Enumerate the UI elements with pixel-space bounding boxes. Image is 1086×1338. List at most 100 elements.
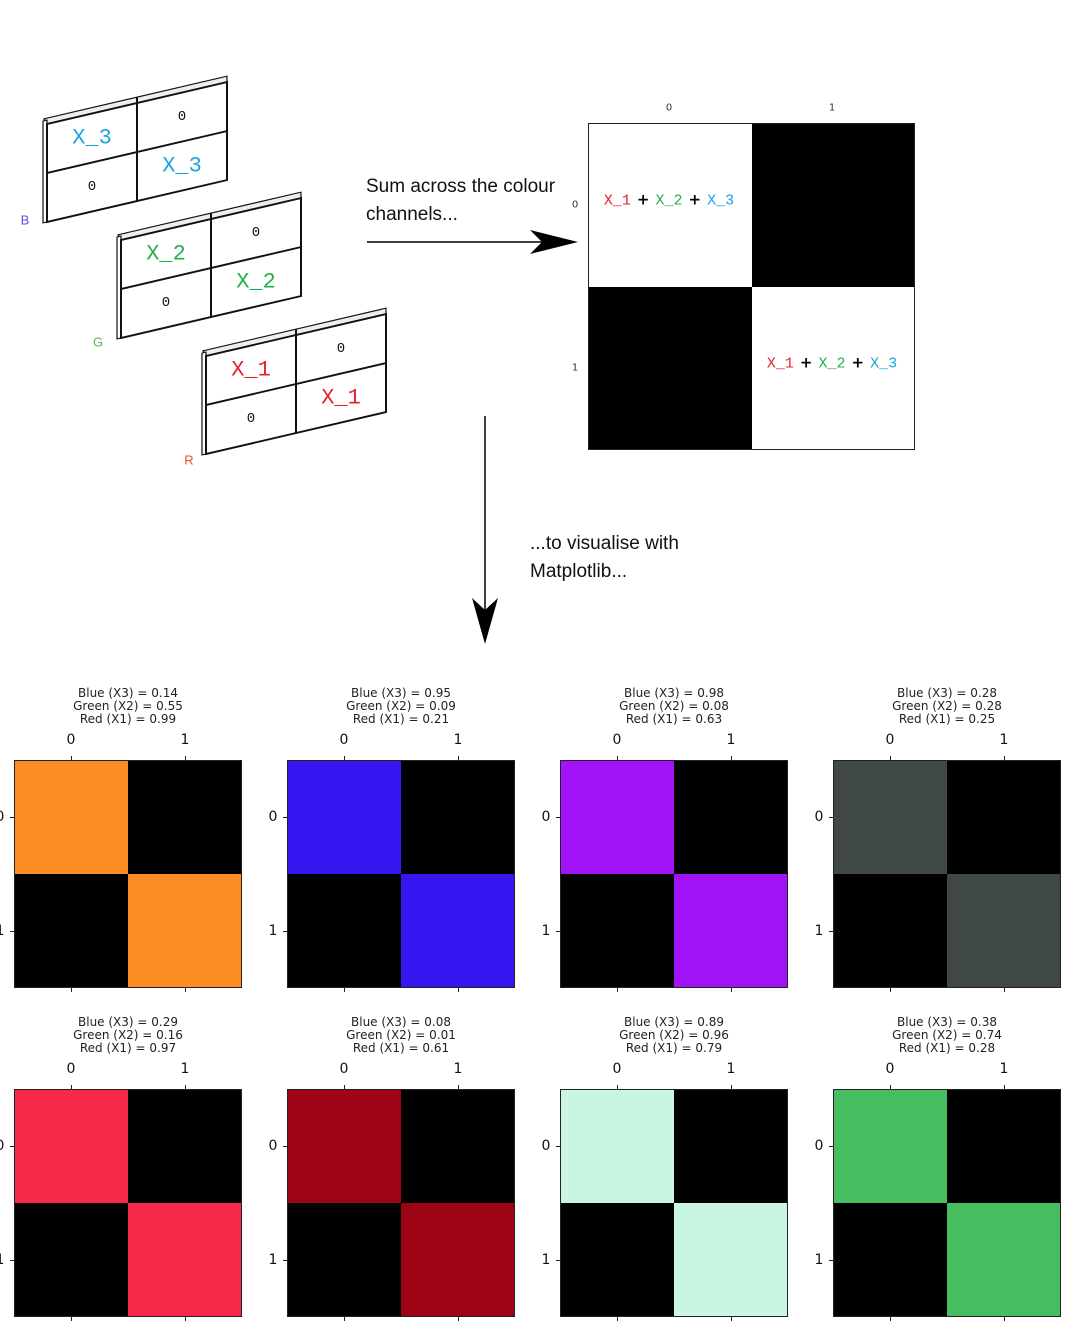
tick-mark [71,988,72,992]
plot-title-line: Blue (X3) = 0.14 [78,686,178,700]
plot-x-tick-0: 0 [885,1061,895,1077]
plot-y-tick-0: 0 [541,1138,551,1154]
plus-sign: + [799,353,813,372]
plot-cell-11 [128,874,241,987]
plot-x-tick-1: 1 [453,732,463,748]
blue-channel-label: B [20,212,30,228]
sum-cell-01 [751,124,914,287]
tick-mark [890,756,891,760]
plot-title-line: Red (X1) = 0.97 [79,1041,177,1055]
visualise-caption-line1: ...to visualise with [530,533,679,554]
tick-mark [283,1146,287,1147]
plot-y-tick-1: 1 [0,1252,4,1268]
plot-x-tick-1: 1 [726,1061,736,1077]
sum-cell-10 [589,286,752,449]
plot-y-tick-0: 0 [814,1138,824,1154]
plot-x-tick-0: 0 [339,732,349,748]
red-cell-2: 0 [246,411,256,427]
tick-mark [71,756,72,760]
plot-cell-11 [947,874,1060,987]
red-channel-matrix [201,307,387,456]
tick-mark [344,1085,345,1089]
blue-cell-3: X_3 [162,153,202,179]
tick-mark [185,1085,186,1089]
color-plot-4 [14,1089,242,1317]
tick-mark [10,931,14,932]
plot-x-tick-1: 1 [999,1061,1009,1077]
plot-x-tick-0: 0 [885,732,895,748]
sum-y-tick-1: 1 [571,362,579,374]
plot-title-line: Green (X2) = 0.09 [346,699,456,713]
plot-x-tick-0: 0 [66,1061,76,1077]
visualise-caption-line2: Matplotlib... [530,561,628,582]
tick-mark [1004,756,1005,760]
tick-mark [731,988,732,992]
plot-title-line: Blue (X3) = 0.29 [78,1015,178,1029]
tick-mark [1004,988,1005,992]
plot-title-line: Green (X2) = 0.55 [73,699,183,713]
tick-mark [458,988,459,992]
plot-y-tick-0: 0 [268,809,278,825]
plot-y-tick-0: 0 [0,1138,4,1154]
tick-mark [458,1317,459,1321]
tick-mark [10,1260,14,1261]
plot-x-tick-0: 0 [612,732,622,748]
tick-mark [556,817,560,818]
term-x_1: X_1 [766,355,794,373]
sum-expression-1: X_1+X_2+X_3 [764,354,900,373]
plot-cell-00 [288,761,401,874]
plot-cell-00 [834,1090,947,1203]
tick-mark [890,1317,891,1321]
term-x_3: X_3 [707,192,735,210]
plot-y-tick-1: 1 [814,923,824,939]
red-cell-1: 0 [336,341,346,358]
plot-cell-00 [15,761,128,874]
plot-x-tick-1: 1 [180,1061,190,1077]
color-plot-5 [287,1089,515,1317]
tick-mark [829,1260,833,1261]
green-cell-1: 0 [251,225,261,242]
plot-title-line: Red (X1) = 0.79 [625,1041,723,1055]
tick-mark [617,988,618,992]
tick-mark [890,1085,891,1089]
term-x_1: X_1 [603,192,631,210]
plot-title-line: Red (X1) = 0.25 [898,712,996,726]
plot-title-line: Red (X1) = 0.28 [898,1041,996,1055]
plot-y-tick-0: 0 [814,809,824,825]
channel-stack-diagram [42,75,387,456]
plot-title-line: Red (X1) = 0.99 [79,712,177,726]
plot-title-line: Blue (X3) = 0.89 [624,1015,724,1029]
plot-cell-11 [401,1203,514,1316]
plot-cell-11 [128,1203,241,1316]
tick-mark [10,1146,14,1147]
plot-title-line: Red (X1) = 0.21 [352,712,450,726]
plot-title-line: Blue (X3) = 0.98 [624,686,724,700]
tick-mark [1004,1085,1005,1089]
sum-expression-0: X_1+X_2+X_3 [601,191,737,210]
tick-mark [458,756,459,760]
tick-mark [283,817,287,818]
plot-cell-11 [947,1203,1060,1316]
plot-title-line: Red (X1) = 0.63 [625,712,723,726]
plot-cell-11 [674,874,787,987]
sum-cell-11 [751,286,914,449]
plot-y-tick-1: 1 [541,923,551,939]
plot-title-line: Green (X2) = 0.01 [346,1028,456,1042]
color-plot-0 [14,760,242,988]
sum-x-tick-1: 1 [828,102,836,114]
red-cell-3: X_1 [321,385,361,411]
tick-mark [10,817,14,818]
term-x_2: X_2 [818,355,846,373]
sum-caption-line1: Sum across the colour [366,176,556,197]
plot-x-tick-1: 1 [180,732,190,748]
tick-mark [344,1317,345,1321]
color-plot-1 [287,760,515,988]
tick-mark [617,756,618,760]
tick-mark [458,1085,459,1089]
plot-title-line: Green (X2) = 0.74 [892,1028,1002,1042]
